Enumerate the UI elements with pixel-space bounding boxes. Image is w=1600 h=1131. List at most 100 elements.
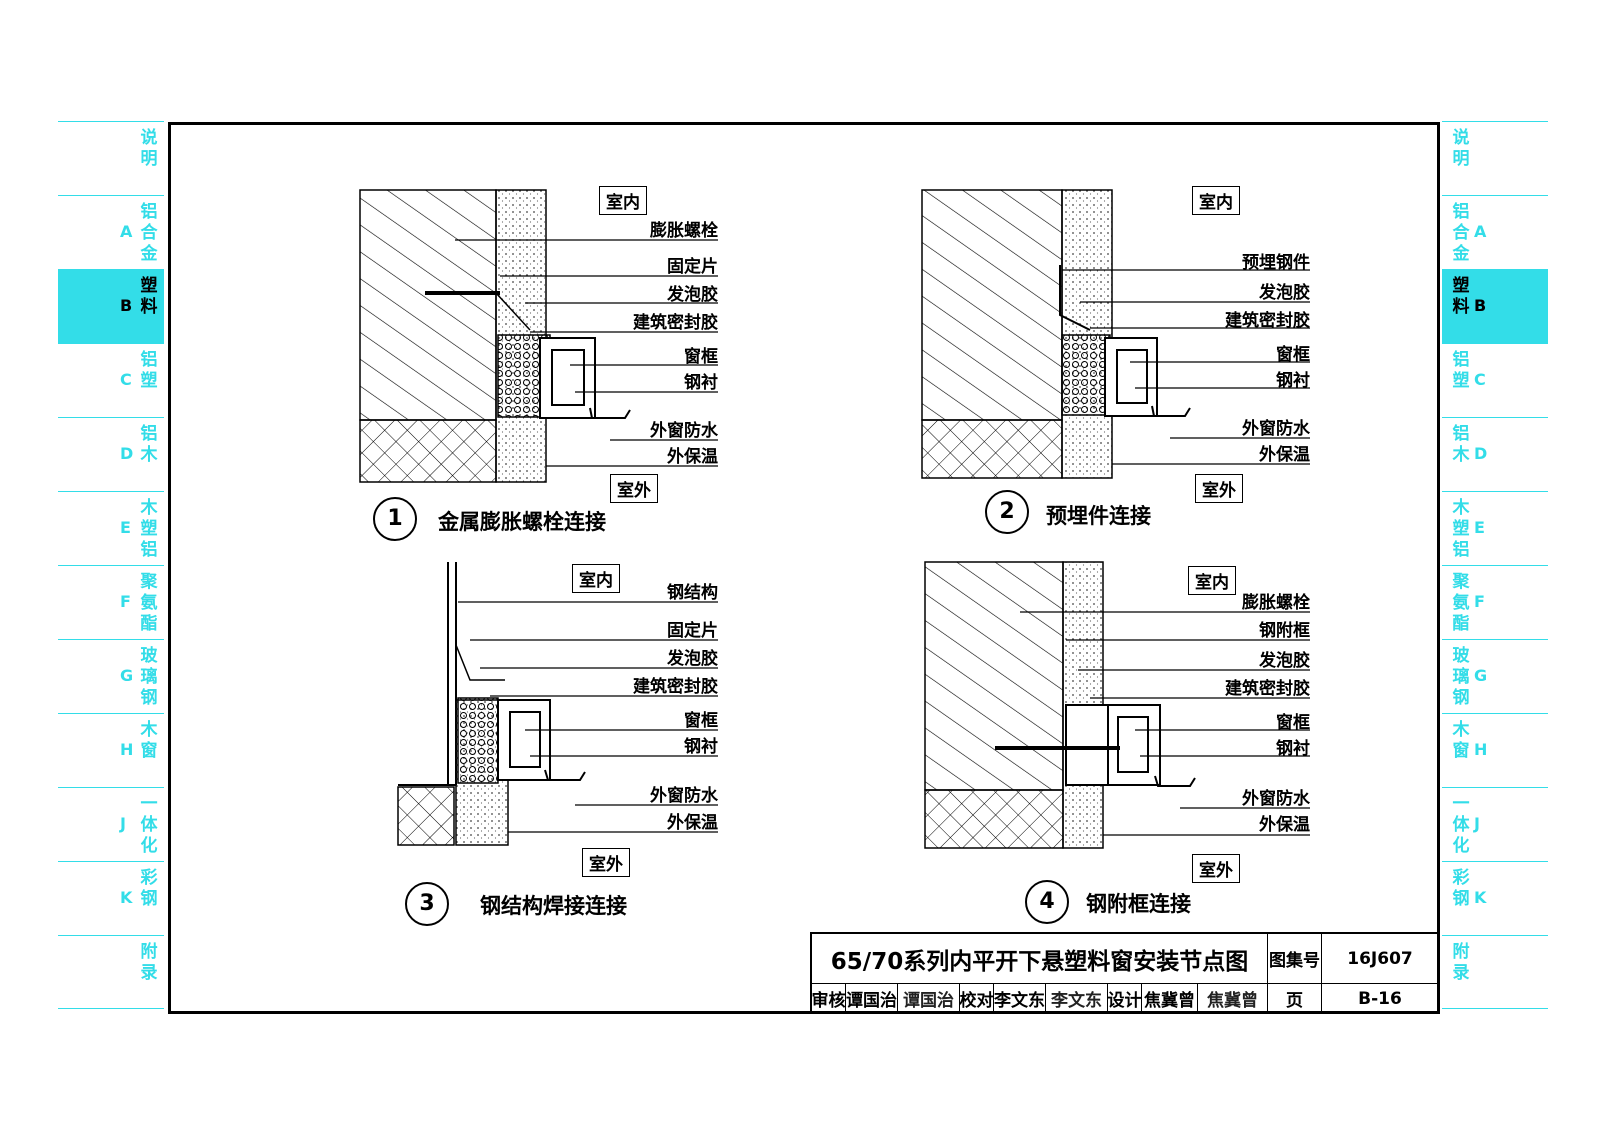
detail-2-section (921, 189, 1191, 479)
detail-3-label-8: 外保温 (667, 813, 718, 833)
detail-2-indoor-tag: 室内 (1192, 186, 1240, 215)
left-tab-1[interactable]: 说明 (58, 121, 164, 195)
detail-3-label-5: 窗框 (684, 711, 718, 731)
left-tab-name: 铝塑 (140, 350, 158, 391)
left-tab-code: J (120, 814, 126, 833)
detail-4-caption: 钢附框连接 (1086, 892, 1191, 916)
left-tab-code: B (120, 296, 133, 315)
detail-4-label-5: 窗框 (1276, 713, 1310, 733)
atlas-number: 16J607 (1322, 934, 1439, 984)
right-tab-name: 玻璃钢 (1452, 646, 1470, 708)
left-tab-name: 木窗 (140, 720, 158, 761)
detail-4-label-6: 钢衬 (1276, 739, 1310, 759)
detail-3-outdoor-tag: 室外 (582, 848, 630, 877)
right-tab-name: 一体化 (1452, 794, 1470, 856)
detail-1-label-6: 钢衬 (684, 373, 718, 393)
detail-3-label-2: 固定片 (667, 621, 718, 641)
right-tab-code: D (1474, 444, 1488, 463)
drawing-title: 65/70系列内平开下悬塑料窗安装节点图 (812, 934, 1268, 984)
right-tab-code: H (1474, 740, 1488, 759)
right-tab-name: 塑料 (1452, 276, 1470, 317)
right-tab-name: 附录 (1452, 942, 1470, 983)
left-tab-10[interactable]: J 一体化 (58, 787, 164, 861)
detail-2-label-3: 建筑密封胶 (1225, 311, 1310, 331)
left-tab-name: 玻璃钢 (140, 646, 158, 708)
reviewer-signature: 谭国治 (898, 984, 960, 1014)
design-label: 设计 (1108, 984, 1142, 1014)
left-tab-code: E (120, 518, 131, 537)
detail-3-label-7: 外窗防水 (650, 786, 718, 806)
detail-2-label-6: 外窗防水 (1242, 419, 1310, 439)
left-tab-name: 一体化 (140, 794, 158, 856)
left-tab-code: K (120, 888, 133, 907)
detail-3-label-6: 钢衬 (684, 737, 718, 757)
left-tab-12[interactable]: 附录 (58, 935, 164, 1009)
detail-1-indoor-tag: 室内 (599, 186, 647, 215)
detail-1-label-1: 膨胀螺栓 (650, 221, 718, 241)
right-tab-name: 铝合金 (1452, 202, 1470, 264)
detail-2-number: 2 (985, 490, 1029, 534)
left-tab-6[interactable]: E 木塑铝 (58, 491, 164, 565)
drawing-frame (168, 122, 1440, 1014)
left-tab-4[interactable]: C 铝塑 (58, 343, 164, 417)
detail-4-label-3: 发泡胶 (1259, 651, 1310, 671)
right-tab-12[interactable]: 附录 (1442, 935, 1548, 1009)
left-tab-name: 附录 (140, 942, 158, 983)
page-label: 页 (1268, 984, 1322, 1014)
detail-1-label-5: 窗框 (684, 347, 718, 367)
checker-name: 李文东 (994, 984, 1046, 1014)
check-label: 校对 (960, 984, 994, 1014)
left-tab-name: 铝木 (140, 424, 158, 465)
detail-3-number: 3 (405, 882, 449, 926)
right-tab-1[interactable]: 说明 (1442, 121, 1548, 195)
atlas-number-label: 图集号 (1268, 934, 1322, 984)
detail-2-label-2: 发泡胶 (1259, 283, 1310, 303)
right-tab-name: 说明 (1452, 128, 1470, 169)
review-label: 审核 (812, 984, 846, 1014)
detail-3-caption: 钢结构焊接连接 (480, 894, 627, 918)
page-number: B-16 (1322, 984, 1439, 1014)
detail-3-label-1: 钢结构 (667, 583, 718, 603)
right-tab-code: E (1474, 518, 1485, 537)
left-tab-8[interactable]: G 玻璃钢 (58, 639, 164, 713)
detail-3-label-3: 发泡胶 (667, 649, 718, 669)
detail-1-label-3: 发泡胶 (667, 285, 718, 305)
left-tab-code: C (120, 370, 132, 389)
detail-2-label-4: 窗框 (1276, 345, 1310, 365)
left-tab-3[interactable]: B 塑料 (58, 269, 164, 343)
left-tab-name: 聚氨酯 (140, 572, 158, 634)
right-tab-code: C (1474, 370, 1486, 389)
detail-1-label-7: 外窗防水 (650, 421, 718, 441)
right-tab-code: A (1474, 222, 1487, 241)
detail-3-section (397, 562, 586, 846)
detail-1-caption: 金属膨胀螺栓连接 (438, 510, 606, 534)
left-tab-code: G (120, 666, 134, 685)
detail-4-label-7: 外窗防水 (1242, 789, 1310, 809)
left-tab-name: 塑料 (140, 276, 158, 317)
right-tab-code: G (1474, 666, 1488, 685)
designer-name: 焦冀曾 (1142, 984, 1198, 1014)
right-tab-name: 木窗 (1452, 720, 1470, 761)
detail-3-indoor-tag: 室内 (572, 564, 620, 593)
left-tab-11[interactable]: K 彩钢 (58, 861, 164, 935)
detail-3-label-4: 建筑密封胶 (633, 677, 718, 697)
left-tab-name: 木塑铝 (140, 498, 158, 560)
checker-signature: 李文东 (1046, 984, 1108, 1014)
left-tab-name: 彩钢 (140, 868, 158, 909)
detail-4-label-1: 膨胀螺栓 (1242, 593, 1310, 613)
detail-2-label-5: 钢衬 (1276, 371, 1310, 391)
